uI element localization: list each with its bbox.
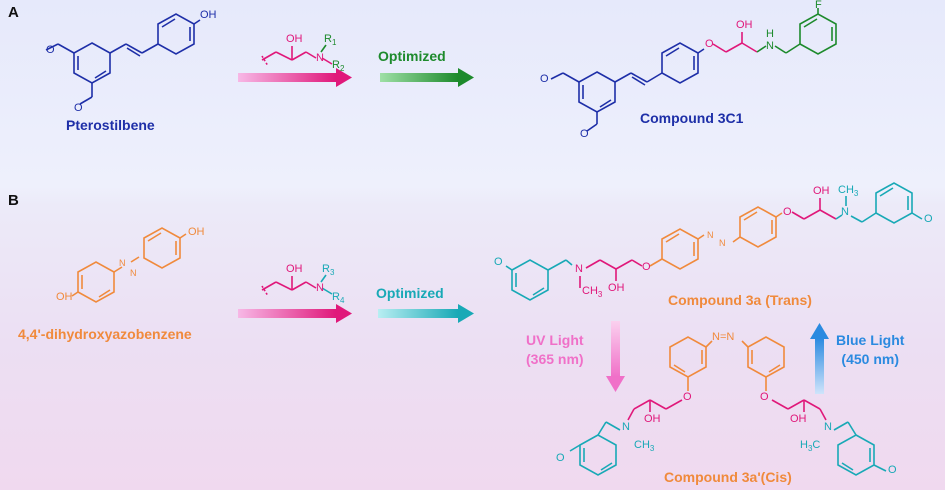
reaction-arrow-b1-head (336, 304, 352, 323)
trans-azo-n1: N (707, 230, 714, 240)
optimized-label-b: Optimized (376, 285, 444, 301)
compound-3c1-h: H (766, 28, 774, 40)
pterostilbene-label: Pterostilbene (66, 117, 155, 133)
blue-light-label: Blue Light(450 nm) (836, 332, 905, 367)
trans-left-ch3: CH3 (582, 285, 603, 300)
blue-light-arrow (815, 338, 824, 394)
reagent-b-r4: R4 (332, 291, 345, 306)
compound-3a-trans-right-linker (791, 198, 837, 220)
pterostilbene-oh: OH (200, 9, 217, 21)
reagent-a-r1: R1 (324, 33, 337, 48)
compound-3a-cis-left-aryl (569, 421, 621, 476)
azo-start-oh-bottom: OH (56, 291, 73, 303)
trans-azo-n2: N (719, 238, 726, 248)
compound-3c1-structure (550, 42, 705, 132)
compound-3a-trans-left-linker (579, 259, 643, 288)
compound-3a-cis-right-linker (771, 399, 827, 421)
compound-3c1-f: F (815, 0, 822, 11)
reagent-b-oh: OH (286, 263, 303, 275)
cis-right-h3c: H3C (800, 439, 821, 454)
compound-3c1-label: Compound 3C1 (640, 110, 744, 126)
reagent-b-r-bonds (320, 274, 333, 295)
cis-right-ome-o: O (888, 464, 897, 476)
cis-right-n: N (824, 421, 832, 433)
optimized-arrow-b (378, 309, 458, 318)
trans-right-ether-o: O (783, 206, 792, 218)
azo-start-oh-top: OH (188, 226, 205, 238)
cis-left-oh: OH (644, 413, 661, 425)
cis-right-ether-o: O (760, 391, 769, 403)
uv-light-arrow-head (606, 376, 625, 392)
trans-left-oh: OH (608, 282, 625, 294)
blue-light-arrow-head (810, 323, 829, 339)
reagent-a-r2: R2 (332, 59, 345, 74)
compound-3c1-o1: O (540, 73, 549, 85)
cis-left-ether-o: O (683, 391, 692, 403)
uv-light-arrow (611, 321, 620, 377)
compound-3a-trans-azobenzene (649, 206, 783, 270)
bond-n-r1 (320, 44, 327, 53)
trans-left-ether-o: O (642, 261, 651, 273)
pterostilbene-o1: O (46, 44, 55, 56)
compound-3c1-n: N (766, 40, 774, 52)
cis-right-oh: OH (790, 413, 807, 425)
reaction-arrow-a1 (238, 73, 336, 82)
optimized-label-a: Optimized (378, 48, 446, 64)
trans-right-ome-o: O (924, 213, 933, 225)
optimized-arrow-a-head (458, 68, 474, 87)
azo-start-n2: N (130, 268, 137, 278)
cis-azo: N=N (712, 331, 735, 343)
trans-left-ome-o: O (494, 256, 503, 268)
trans-right-ch3: CH3 (838, 184, 859, 199)
compound-3a-cis-label: Compound 3a'(Cis) (664, 469, 792, 485)
compound-3c1-fluorobenzyl (756, 8, 837, 55)
trans-right-n: N (841, 206, 849, 218)
cis-left-ch3: CH3 (634, 439, 655, 454)
compound-3a-trans-left-aryl (505, 259, 573, 301)
reaction-arrow-b1 (238, 309, 336, 318)
compound-3a-trans-right-aryl (835, 182, 923, 224)
compound-3a-cis-azobenzene (669, 336, 785, 391)
reagent-b-r3: R3 (322, 263, 335, 278)
reagent-b-n: N (316, 282, 324, 294)
cis-left-ome-o: O (556, 452, 565, 464)
dihydroxyazobenzene-label: 4,4'-dihydroxyazobenzene (18, 326, 192, 342)
compound-3a-trans-label: Compound 3a (Trans) (668, 292, 812, 308)
dihydroxyazobenzene-structure (71, 227, 187, 303)
trans-left-n: N (575, 263, 583, 275)
reagent-a-oh: OH (286, 33, 303, 45)
trans-right-oh: OH (813, 185, 830, 197)
side-chain-reagent-a (261, 46, 333, 67)
compound-3c1-o2: O (580, 128, 589, 140)
uv-light-label: UV Light(365 nm) (526, 332, 584, 367)
compound-3c1-ether-o: O (705, 38, 714, 50)
compound-3c1-oh: OH (736, 19, 753, 31)
optimized-arrow-b-head (458, 304, 474, 323)
compound-3a-cis-right-aryl (833, 421, 887, 476)
side-chain-reagent-b (261, 276, 317, 297)
optimized-arrow-a (380, 73, 458, 82)
reaction-arrow-a1-head (336, 68, 352, 87)
pterostilbene-o2: O (74, 102, 83, 114)
cis-left-n: N (622, 421, 630, 433)
panel-label-a: A (8, 4, 19, 21)
compound-3c1-linker (712, 32, 758, 53)
compound-3a-cis-left-linker (627, 399, 683, 421)
reagent-a-n: N (316, 52, 324, 64)
pterostilbene-structure (45, 13, 201, 105)
panel-label-b: B (8, 192, 19, 209)
azo-start-n1: N (119, 258, 126, 268)
